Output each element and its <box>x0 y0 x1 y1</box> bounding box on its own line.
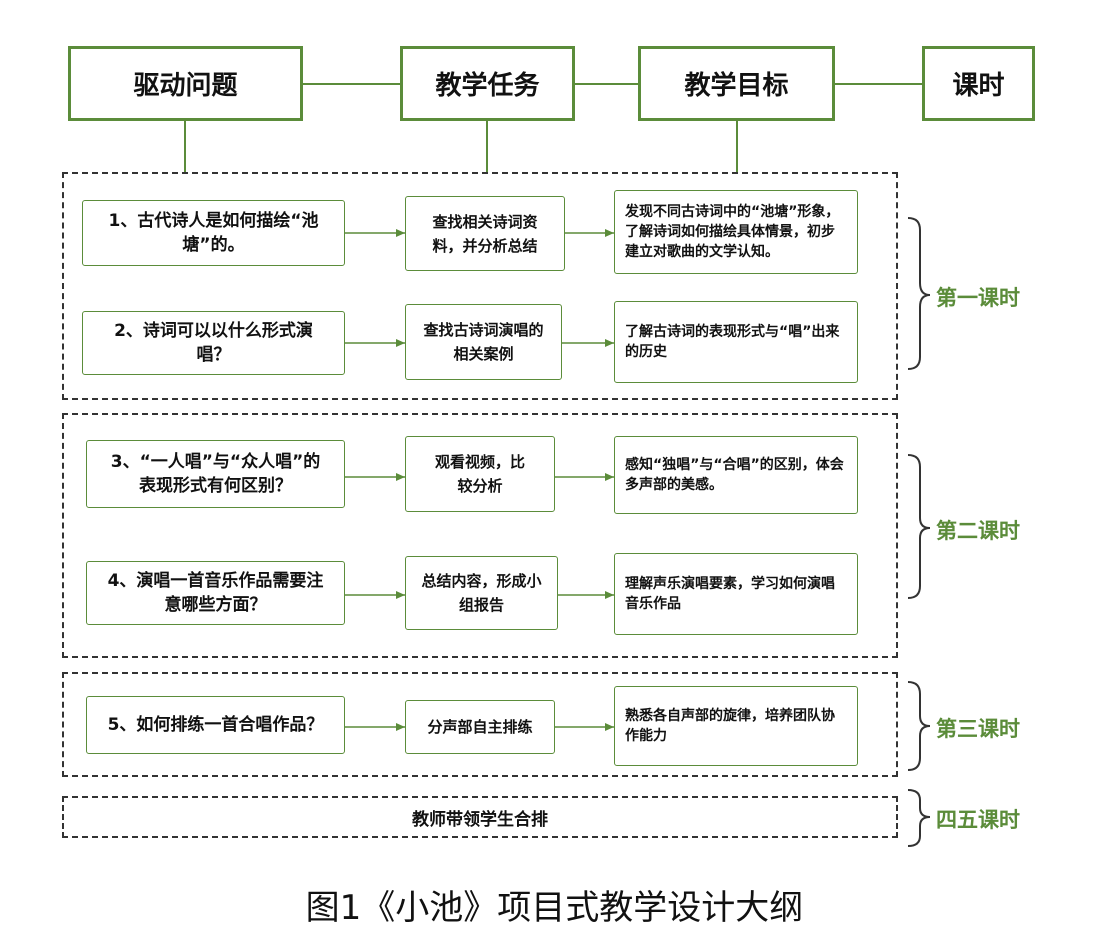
goal-box: 发现不同古诗词中的“池塘”形象，了解诗词如何描绘具体情景，初步建立对歌曲的文学认… <box>614 190 858 274</box>
task-box: 查找相关诗词资料，并分析总结 <box>405 196 565 271</box>
lesson-label-4: 四五课时 <box>936 808 1020 832</box>
question-box: 1、古代诗人是如何描绘“池塘”的。 <box>82 200 345 266</box>
task-box: 分声部自主排练 <box>405 700 555 754</box>
question-box: 5、如何排练一首合唱作品？ <box>86 696 345 754</box>
brace-lesson-3 <box>907 681 931 771</box>
goal-box: 理解声乐演唱要素，学习如何演唱音乐作品 <box>614 553 858 635</box>
figure-caption: 图1《小池》项目式教学设计大纲 <box>305 888 804 928</box>
header-teaching-task: 教学任务 <box>400 46 575 121</box>
header-teaching-goal: 教学目标 <box>638 46 835 121</box>
brace-lesson-2 <box>907 454 931 599</box>
group-lesson-2 <box>62 413 898 658</box>
task-box: 查找古诗词演唱的相关案例 <box>405 304 562 380</box>
header-class-hours: 课时 <box>922 46 1035 121</box>
task-box: 观看视频，比较分析 <box>405 436 555 512</box>
group-lesson-1 <box>62 172 898 400</box>
question-box: 2、诗词可以以什么形式演唱？ <box>82 311 345 375</box>
header-driving-question: 驱动问题 <box>68 46 303 121</box>
lesson-label-1: 第一课时 <box>936 286 1020 310</box>
question-box: 3、“一人唱”与“众人唱”的表现形式有何区别？ <box>86 440 345 508</box>
brace-lesson-4 <box>907 789 931 847</box>
group-lesson-3 <box>62 672 898 777</box>
lesson-label-2: 第二课时 <box>936 519 1020 543</box>
lesson-label-3: 第三课时 <box>936 717 1020 741</box>
goal-box: 感知“独唱”与“合唱”的区别，体会多声部的美感。 <box>614 436 858 514</box>
final-task-box: 教师带领学生合排 <box>62 796 898 838</box>
goal-box: 熟悉各自声部的旋律，培养团队协作能力 <box>614 686 858 766</box>
task-box: 总结内容，形成小组报告 <box>405 556 558 630</box>
question-box: 4、演唱一首音乐作品需要注意哪些方面？ <box>86 561 345 625</box>
goal-box: 了解古诗词的表现形式与“唱”出来的历史 <box>614 301 858 383</box>
brace-lesson-1 <box>907 217 931 370</box>
